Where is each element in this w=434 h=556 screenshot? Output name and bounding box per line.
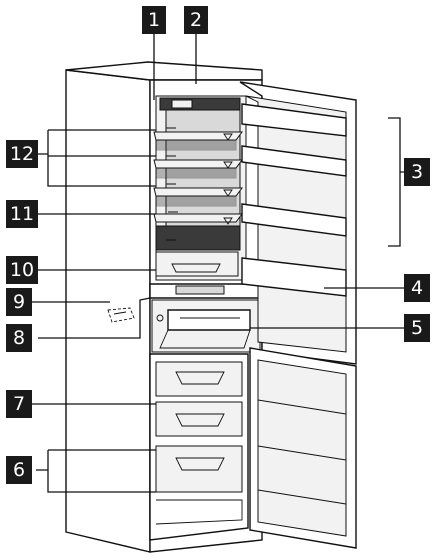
svg-text:8: 8 [13,327,25,349]
svg-text:5: 5 [411,317,423,339]
callout-11: 11 [6,200,38,228]
callout-12: 12 [6,140,38,168]
callout-7: 7 [6,390,32,418]
callout-3: 3 [404,158,430,186]
fridge-door [239,81,357,365]
svg-text:1: 1 [148,9,160,31]
callout-9: 9 [6,288,32,316]
svg-text:7: 7 [13,393,25,415]
callout-5: 5 [404,314,430,342]
freezer-section [149,353,249,541]
svg-text:12: 12 [10,143,34,165]
callout-1: 1 [142,6,166,34]
svg-text:2: 2 [190,9,202,31]
fridge-shelves [153,127,243,251]
callout-10: 10 [6,256,38,284]
svg-text:9: 9 [13,291,25,313]
freezer-door [249,347,357,549]
svg-text:3: 3 [411,161,423,183]
svg-text:11: 11 [10,203,34,225]
callout-8: 8 [6,324,32,352]
chiller-drawer [151,299,261,353]
accessory-part [107,307,135,323]
callout-2: 2 [184,6,208,34]
crisper-area [149,251,263,299]
svg-text:10: 10 [10,259,34,281]
callout-6: 6 [6,456,32,484]
callout-4: 4 [404,274,430,302]
leader-lines [30,30,405,493]
svg-text:4: 4 [411,277,423,299]
svg-text:6: 6 [13,459,25,481]
